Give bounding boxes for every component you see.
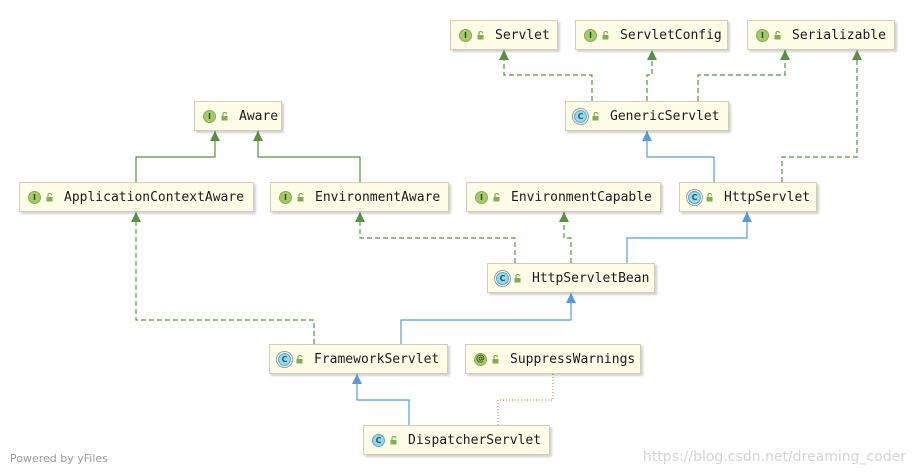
edge-application-context-aware-to-aware (135, 131, 220, 182)
lock-open-icon (477, 30, 484, 39)
lock-open-icon (296, 354, 303, 363)
interface-icon: I (756, 28, 769, 42)
edge-dispatcher-servlet-to-suppress-warnings (497, 374, 554, 425)
class-node-applicationcontextaware[interactable]: I ApplicationContextAware (19, 182, 254, 212)
lock-open-icon (774, 30, 781, 39)
edge-generic-servlet-to-serializable (697, 50, 790, 101)
edge-framework-servlet-to-http-servlet-bean (400, 293, 576, 344)
annotation-icon: @ (474, 352, 487, 366)
edge-http-servlet-bean-to-http-servlet (626, 212, 752, 263)
class-icon: C (372, 433, 385, 447)
class-name: DispatcherServlet (408, 432, 542, 448)
lock-open-icon (493, 192, 500, 201)
interface-icon: I (279, 190, 292, 204)
interface-icon: I (584, 28, 597, 42)
edge-http-servlet-bean-to-environment-aware (355, 212, 516, 263)
interface-icon: I (203, 109, 216, 123)
lock-open-icon (592, 111, 599, 120)
class-name: Aware (239, 108, 279, 124)
lock-open-icon (602, 30, 609, 39)
class-name: HttpServlet (724, 189, 811, 205)
class-name: HttpServletBean (532, 270, 650, 286)
edge-dispatcher-servlet-to-framework-servlet (352, 374, 410, 425)
edge-environment-aware-to-aware (253, 131, 361, 182)
interface-icon: I (28, 190, 41, 204)
class-node-suppresswarnings[interactable]: @ SuppressWarnings (465, 344, 641, 374)
lock-open-icon (390, 435, 397, 444)
lock-open-icon (297, 192, 304, 201)
class-name: Serializable (792, 27, 886, 43)
class-name: FrameworkServlet (314, 351, 440, 367)
abstract-class-icon: C (688, 190, 701, 204)
class-node-httpservlet[interactable]: C HttpServlet (679, 182, 817, 212)
edge-generic-servlet-to-servlet (499, 50, 593, 101)
class-node-servletconfig[interactable]: I ServletConfig (575, 20, 728, 50)
lock-open-icon (221, 111, 228, 120)
class-node-genericservlet[interactable]: C GenericServlet (565, 101, 729, 131)
class-node-httpservletbean[interactable]: C HttpServletBean (487, 263, 655, 293)
class-node-servlet[interactable]: I Servlet (450, 20, 558, 50)
edge-http-servlet-to-generic-servlet (642, 131, 715, 182)
lock-open-icon (706, 192, 713, 201)
class-node-aware[interactable]: I Aware (194, 101, 282, 131)
edge-generic-servlet-to-servlet-config (646, 50, 657, 101)
class-node-environmentcapable[interactable]: I EnvironmentCapable (466, 182, 661, 212)
abstract-class-icon: C (574, 109, 587, 123)
class-name: ServletConfig (620, 27, 722, 43)
edge-http-servlet-bean-to-environment-capable (559, 212, 572, 263)
edge-http-servlet-to-serializable (781, 50, 862, 182)
class-name: SuppressWarnings (510, 351, 636, 367)
abstract-class-icon: C (278, 352, 291, 366)
class-name: EnvironmentCapable (511, 189, 652, 205)
watermark-text: https://blog.csdn.net/dreaming_coder (642, 449, 906, 465)
class-name: GenericServlet (610, 108, 720, 124)
lock-open-icon (46, 192, 53, 201)
edge-framework-servlet-to-application-context-aware (131, 212, 315, 344)
class-node-serializable[interactable]: I Serializable (747, 20, 895, 50)
class-node-environmentaware[interactable]: I EnvironmentAware (270, 182, 449, 212)
class-node-frameworkservlet[interactable]: C FrameworkServlet (269, 344, 448, 374)
lock-open-icon (514, 273, 521, 282)
class-node-dispatcherservlet[interactable]: C DispatcherServlet (363, 425, 550, 455)
interface-icon: I (475, 190, 488, 204)
lock-open-icon (492, 354, 499, 363)
class-name: ApplicationContextAware (64, 189, 245, 205)
class-name: EnvironmentAware (315, 189, 441, 205)
abstract-class-icon: C (496, 271, 509, 285)
class-name: Servlet (495, 27, 550, 43)
powered-by-label: Powered by yFiles (10, 452, 108, 465)
interface-icon: I (459, 28, 472, 42)
